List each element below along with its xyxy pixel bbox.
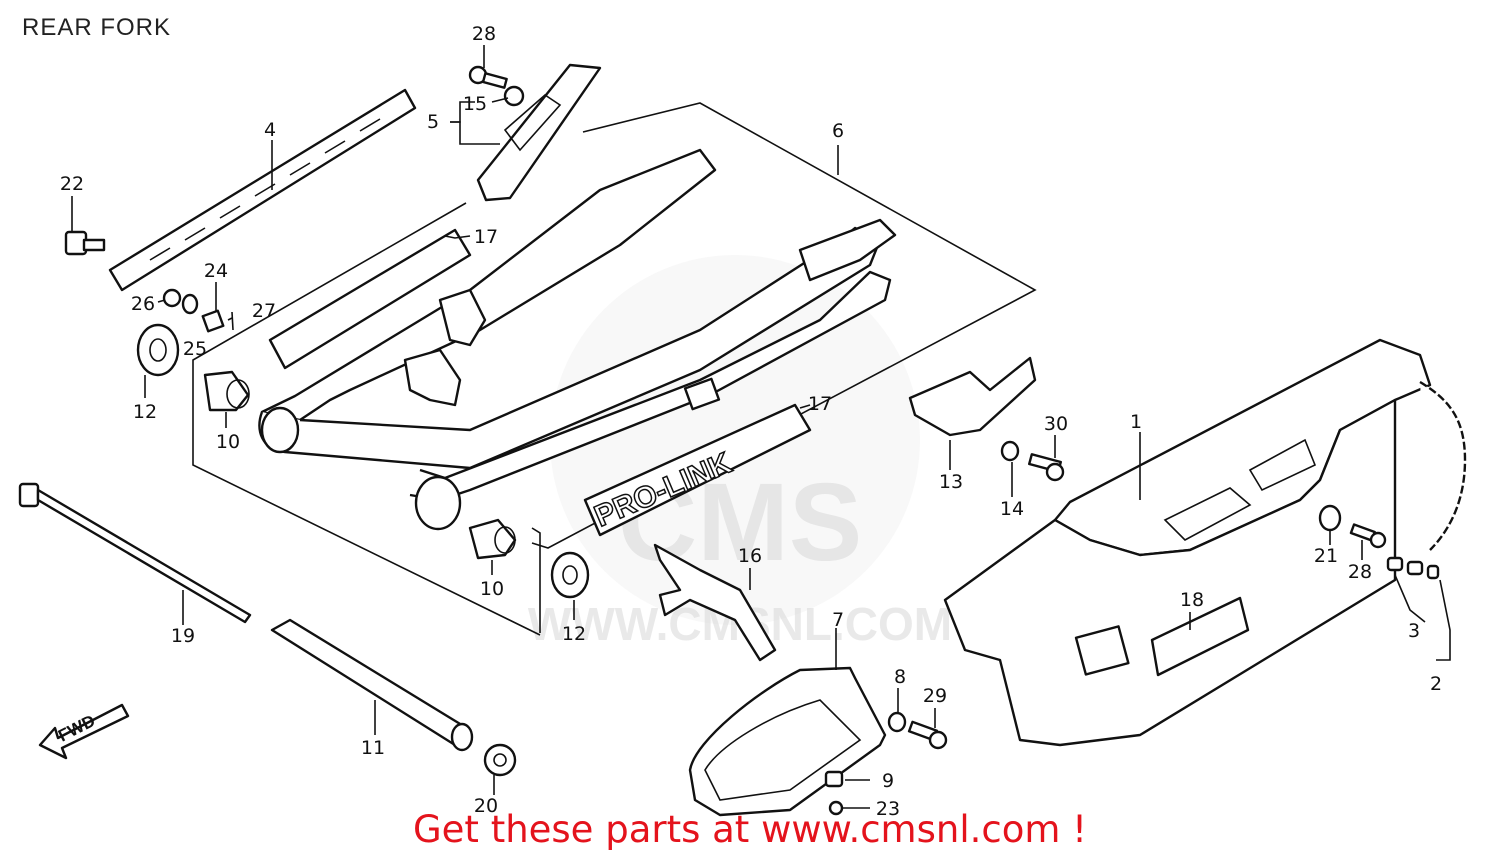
callout-14: 14 xyxy=(1000,498,1024,520)
callout-20: 20 xyxy=(474,795,498,817)
callout-18: 18 xyxy=(1180,589,1204,611)
leader-lines xyxy=(71,45,1451,809)
nut-24[interactable] xyxy=(201,309,225,333)
chain-slider-strip[interactable] xyxy=(108,88,417,292)
callout-16: 16 xyxy=(738,545,762,567)
rubber-pad[interactable] xyxy=(1074,625,1130,676)
bolt-22[interactable] xyxy=(64,230,106,256)
callout-7: 7 xyxy=(832,609,844,631)
callout-23: 23 xyxy=(876,798,900,820)
callout-21: 21 xyxy=(1314,545,1338,567)
callout-12: 12 xyxy=(562,623,586,645)
callout-30: 30 xyxy=(1044,413,1068,435)
callout-17: 17 xyxy=(474,226,498,248)
bolt-28a[interactable] xyxy=(468,65,508,89)
callout-25: 25 xyxy=(183,338,207,360)
callout-17: 17 xyxy=(808,393,832,415)
callout-22: 22 xyxy=(60,173,84,195)
callout-13: 13 xyxy=(939,471,963,493)
dust-seal-12a[interactable] xyxy=(136,323,180,377)
swingarm[interactable] xyxy=(258,148,897,531)
callout-27: 27 xyxy=(252,300,276,322)
washer-26[interactable] xyxy=(162,288,182,308)
pivot-collar[interactable] xyxy=(270,618,474,752)
drive-chain[interactable] xyxy=(1419,380,1467,551)
washer-25[interactable] xyxy=(181,293,199,315)
bushing-10a[interactable] xyxy=(203,370,250,412)
washer-14[interactable] xyxy=(1000,440,1020,462)
callout-15: 15 xyxy=(463,93,487,115)
pin-27[interactable] xyxy=(231,311,234,331)
fwd-arrow-icon: FWD xyxy=(38,703,130,760)
chain-guide-lower[interactable] xyxy=(688,666,887,817)
page-title: REAR FORK xyxy=(22,14,172,41)
callout-11: 11 xyxy=(361,737,385,759)
nut-15[interactable] xyxy=(503,85,525,107)
chain-case-label[interactable] xyxy=(1150,596,1250,677)
decal-upper[interactable] xyxy=(268,228,472,370)
callout-8: 8 xyxy=(894,666,906,688)
callout-28: 28 xyxy=(1348,561,1372,583)
callout-19: 19 xyxy=(171,625,195,647)
chain-joint-3[interactable] xyxy=(1386,556,1440,580)
pivot-bolt[interactable] xyxy=(18,482,252,624)
grommet-21[interactable] xyxy=(1318,504,1342,532)
chain-case[interactable] xyxy=(943,338,1432,747)
callout-26: 26 xyxy=(131,293,155,315)
callout-5: 5 xyxy=(427,111,439,133)
callout-6: 6 xyxy=(832,120,844,142)
callouts: 28 15 5 4 6 22 17 24 26 27 25 12 10 17 1… xyxy=(60,23,1442,820)
callout-3: 3 xyxy=(1408,620,1420,642)
callout-12: 12 xyxy=(133,401,157,423)
bolt-30[interactable] xyxy=(1028,453,1065,482)
callout-24: 24 xyxy=(204,260,228,282)
chain-slider-bracket[interactable] xyxy=(908,356,1037,437)
callout-29: 29 xyxy=(923,685,947,707)
bolt-29[interactable] xyxy=(907,720,948,750)
callout-1: 1 xyxy=(1130,411,1142,433)
callout-9: 9 xyxy=(882,770,894,792)
callout-10: 10 xyxy=(216,431,240,453)
bushing-10b[interactable] xyxy=(468,518,517,560)
washer-8[interactable] xyxy=(887,711,907,733)
footer-link-text[interactable]: Get these parts at www.cmsnl.com ! xyxy=(412,808,1087,851)
callout-28: 28 xyxy=(472,23,496,45)
callout-4: 4 xyxy=(264,119,276,141)
chain-guide-bracket[interactable] xyxy=(653,543,777,662)
assembly-outline xyxy=(192,102,1037,636)
callout-2: 2 xyxy=(1430,673,1442,695)
dust-seal-12b[interactable] xyxy=(550,551,590,599)
callout-10: 10 xyxy=(480,578,504,600)
chain-guide-upper[interactable] xyxy=(476,63,602,202)
bolt-28b[interactable] xyxy=(1349,523,1387,549)
nut-9[interactable] xyxy=(824,770,844,788)
nut-20[interactable] xyxy=(483,743,517,777)
